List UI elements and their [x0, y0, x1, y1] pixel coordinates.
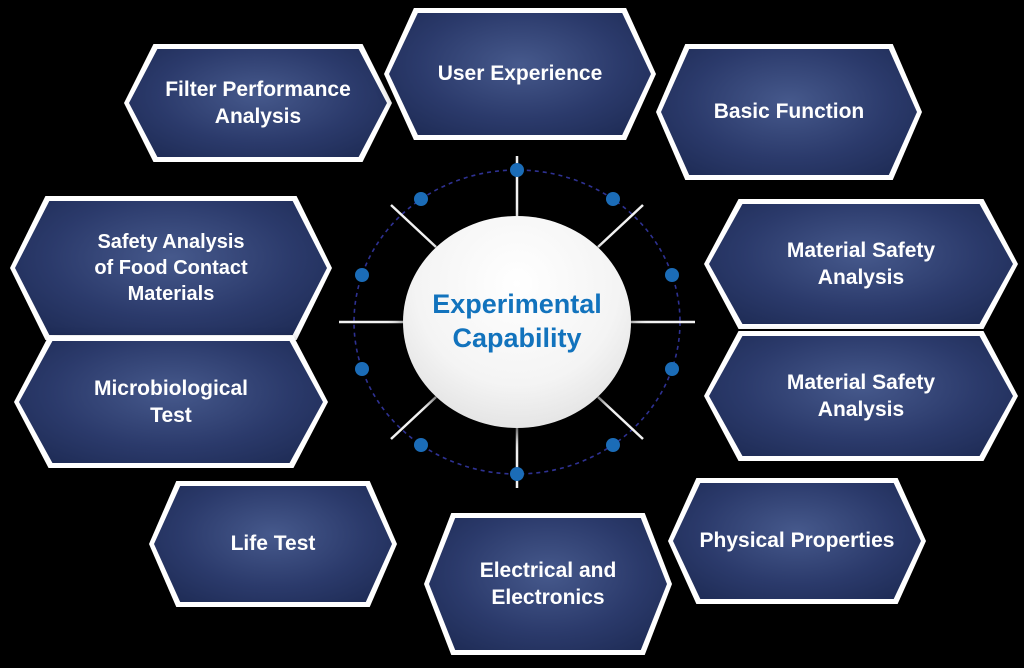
node-label: Life Test — [230, 532, 316, 556]
node-microbiological-test: Microbiological Test — [14, 336, 328, 468]
ring-dot — [510, 163, 524, 177]
spoke-line — [390, 204, 437, 248]
node-material-safety-analysis-lower: Material Safety Analysis — [704, 331, 1018, 461]
node-label: Material Safety Analysis — [786, 238, 936, 289]
node-label: Filter Performance Analysis — [165, 77, 351, 128]
center-node: Experimental Capability — [403, 216, 631, 428]
ring-dot — [414, 438, 428, 452]
node-physical-properties: Physical Properties — [668, 478, 926, 604]
node-label: Microbiological Test — [93, 376, 248, 427]
hexagon-fill: Basic Function — [661, 49, 917, 175]
hexagon-fill: Material Safety Analysis — [709, 204, 1013, 324]
ring-dot — [606, 192, 620, 206]
hexagon-fill: Material Safety Analysis — [709, 336, 1013, 456]
node-safety-analysis-of-food-contact-materials: Safety Analysis of Food Contact Material… — [10, 196, 332, 340]
node-user-experience: User Experience — [384, 8, 656, 140]
ring-dot — [665, 268, 679, 282]
ring-dot — [414, 192, 428, 206]
spoke-line — [390, 396, 437, 440]
node-label: Basic Function — [713, 100, 865, 124]
hexagon-fill: Microbiological Test — [19, 341, 323, 463]
node-material-safety-analysis-upper: Material Safety Analysis — [704, 199, 1018, 329]
hexagon-fill: User Experience — [389, 13, 651, 135]
hexagon-fill: Filter Performance Analysis — [129, 49, 387, 157]
hexagon-fill: Life Test — [154, 486, 392, 602]
node-basic-function: Basic Function — [656, 44, 922, 180]
ring-dot — [665, 362, 679, 376]
node-label: Electrical and Electronics — [479, 558, 617, 609]
node-label: Physical Properties — [699, 529, 895, 553]
center-node-label: Experimental Capability — [432, 289, 602, 353]
hexagon-fill: Physical Properties — [673, 483, 921, 599]
ring-dot — [606, 438, 620, 452]
hexagon-fill: Safety Analysis of Food Contact Material… — [15, 201, 327, 335]
ring-dot — [355, 268, 369, 282]
node-filter-performance-analysis: Filter Performance Analysis — [124, 44, 392, 162]
node-electrical-and-electronics: Electrical and Electronics — [424, 513, 672, 655]
node-label: Material Safety Analysis — [786, 370, 936, 421]
node-label: Safety Analysis of Food Contact Material… — [94, 231, 248, 305]
ring-dot — [510, 467, 524, 481]
node-life-test: Life Test — [149, 481, 397, 607]
spoke-line — [597, 204, 644, 248]
hexagon-fill: Electrical and Electronics — [429, 518, 667, 650]
node-label: User Experience — [437, 62, 603, 86]
spoke-line — [597, 396, 644, 440]
ring-dot — [355, 362, 369, 376]
